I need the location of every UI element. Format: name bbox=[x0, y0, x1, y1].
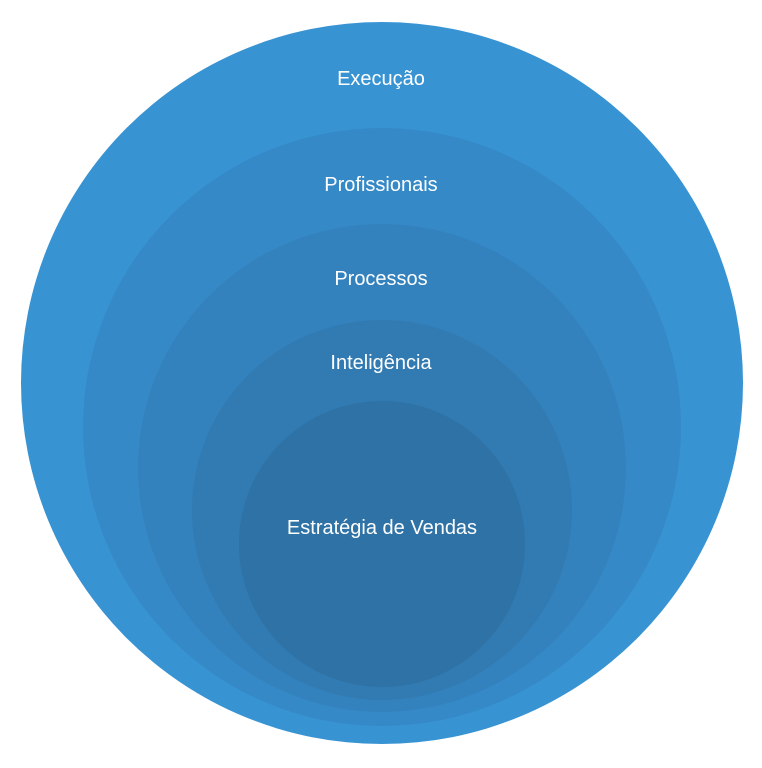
label-profissionais: Profissionais bbox=[324, 174, 438, 196]
label-execucao: Execução bbox=[337, 68, 425, 90]
label-estrategia-de-vendas: Estratégia de Vendas bbox=[286, 517, 478, 539]
label-processos: Processos bbox=[334, 268, 428, 290]
label-inteligencia: Inteligência bbox=[330, 352, 432, 374]
circle-estrategia-de-vendas bbox=[239, 401, 525, 687]
